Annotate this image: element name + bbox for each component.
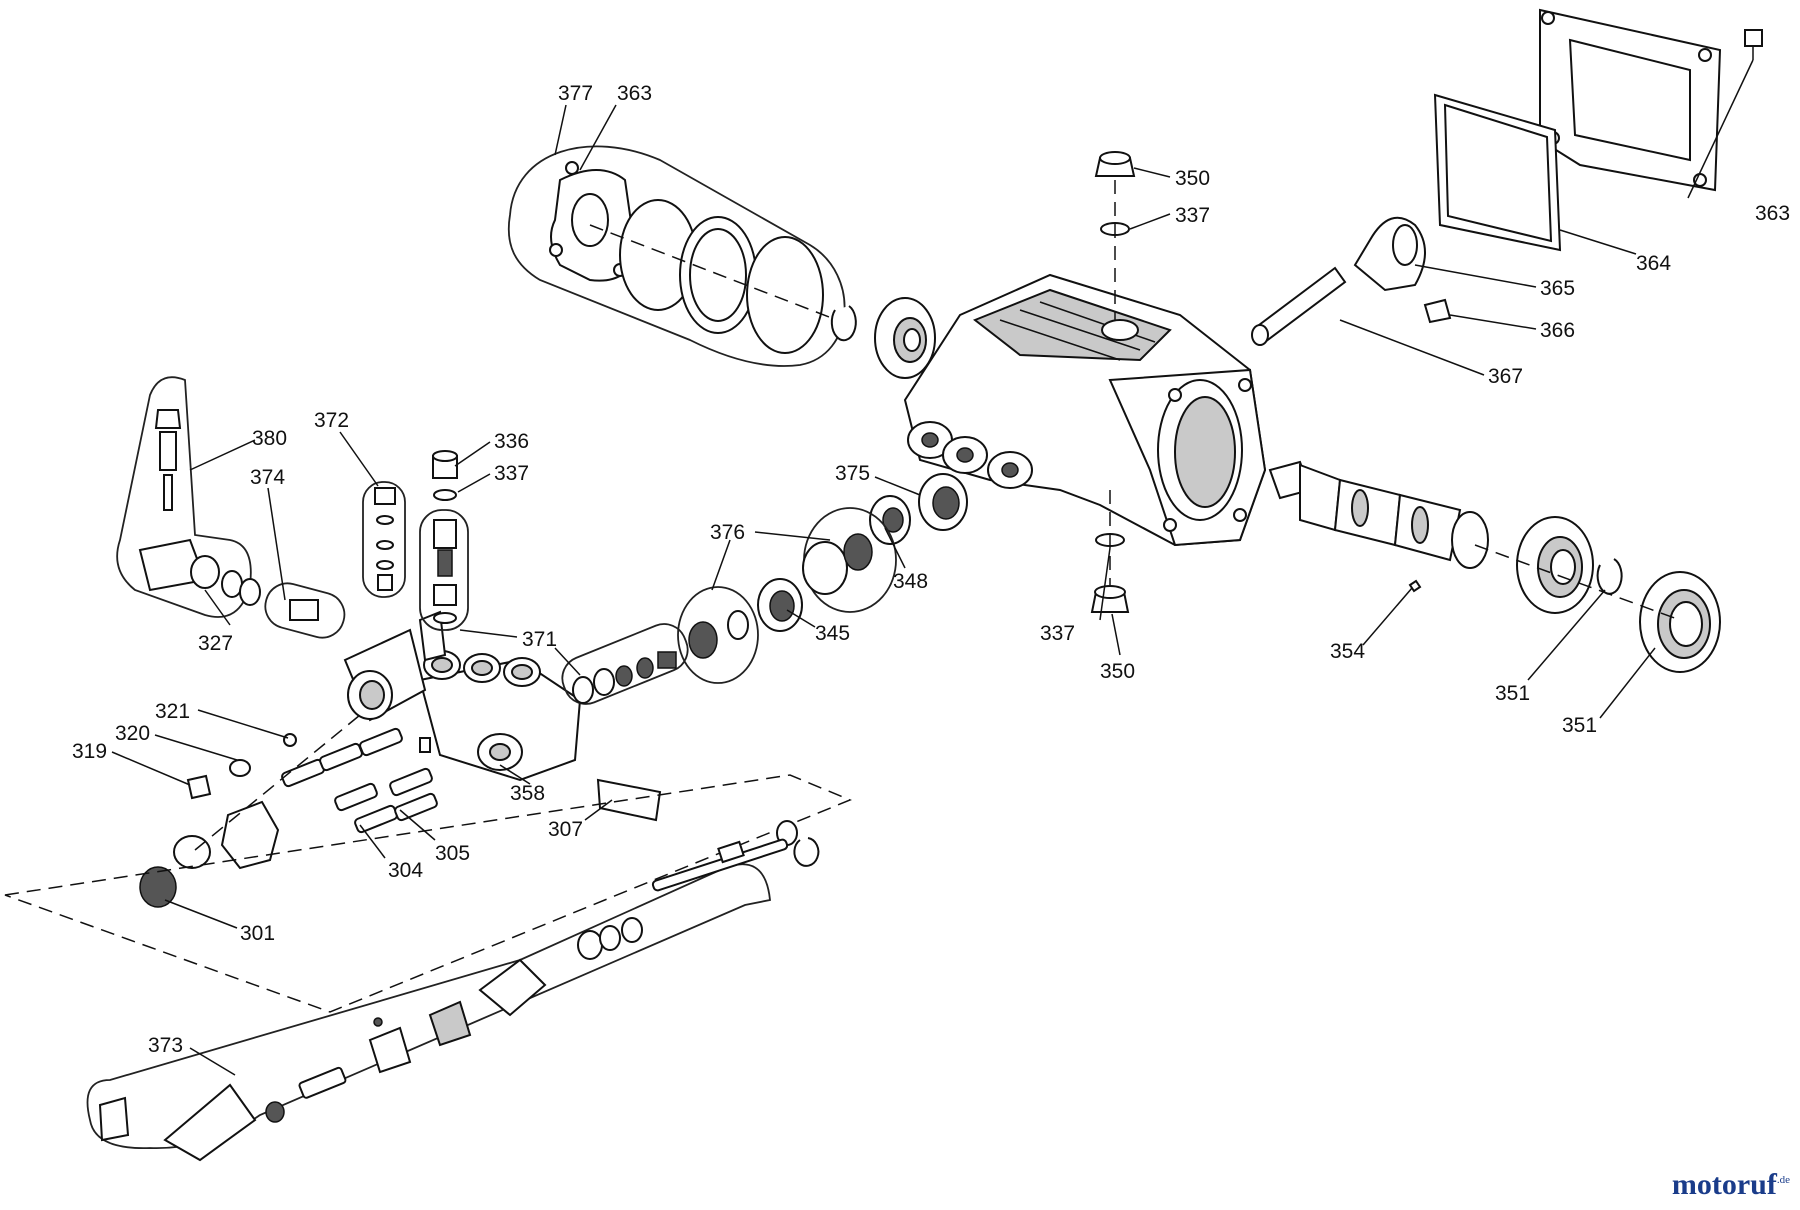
washer xyxy=(173,835,211,869)
group-outline-377 xyxy=(507,145,846,367)
callout-301: 301 xyxy=(240,922,275,945)
callout-350: 350 xyxy=(1100,660,1135,683)
bolt xyxy=(281,758,325,788)
leader-lines xyxy=(111,59,1754,1076)
group-outline-371 xyxy=(419,509,469,631)
bolt xyxy=(394,792,438,822)
plug-screw xyxy=(419,737,431,753)
callout-371: 371 xyxy=(522,628,557,651)
outlet-adapter xyxy=(596,778,662,822)
cap xyxy=(154,409,182,429)
callout-336: 336 xyxy=(494,430,529,453)
nozzle-body xyxy=(478,958,547,1017)
nozzle-tip xyxy=(163,1083,257,1162)
adjust-knob xyxy=(220,800,280,870)
bolt xyxy=(334,782,378,812)
washer xyxy=(229,759,251,777)
callout-376: 376 xyxy=(710,521,745,544)
manifold xyxy=(418,650,582,782)
callout-345: 345 xyxy=(815,622,850,645)
valve-stem xyxy=(163,474,173,511)
o-ring xyxy=(746,236,824,354)
o-ring xyxy=(433,489,457,501)
spring xyxy=(159,431,177,471)
callout-351: 351 xyxy=(1495,682,1530,705)
callout-354: 354 xyxy=(1330,640,1365,663)
dashed-group-plane xyxy=(4,774,852,1013)
ball xyxy=(283,733,297,747)
callout-348: 348 xyxy=(893,570,928,593)
o-ring xyxy=(221,570,243,598)
callout-358: 358 xyxy=(510,782,545,805)
callout-337: 337 xyxy=(1040,622,1075,645)
inlet-filter xyxy=(139,866,177,908)
callout-351: 351 xyxy=(1562,714,1597,737)
callout-373: 373 xyxy=(148,1034,183,1057)
plate-bore xyxy=(571,193,609,247)
bolt xyxy=(359,727,403,757)
callout-307: 307 xyxy=(548,818,583,841)
callout-366: 366 xyxy=(1540,319,1575,342)
crankshaft xyxy=(1268,460,1489,569)
valve-cage xyxy=(289,599,319,621)
callout-363: 363 xyxy=(1755,202,1790,225)
bolt xyxy=(389,767,433,797)
circlip xyxy=(830,305,857,342)
callout-304: 304 xyxy=(388,859,423,882)
callout-labels: 377 363 363 364 365 366 367 350 337 337 … xyxy=(72,82,1790,1057)
callout-367: 367 xyxy=(1488,365,1523,388)
o-ring xyxy=(239,578,261,606)
group-outline-372 xyxy=(362,481,406,598)
group-outline-376b xyxy=(677,586,759,684)
group-outline-371b xyxy=(561,623,689,705)
callout-372: 372 xyxy=(314,409,349,432)
group-outline-374 xyxy=(264,582,346,639)
stud xyxy=(549,243,563,257)
callout-327: 327 xyxy=(198,632,233,655)
callout-305: 305 xyxy=(435,842,470,865)
callout-377: 377 xyxy=(558,82,593,105)
snap-ring xyxy=(1596,558,1623,595)
callout-319: 319 xyxy=(72,740,107,763)
bolt xyxy=(319,742,363,772)
bolt xyxy=(354,804,398,834)
o-ring xyxy=(577,930,603,960)
screw xyxy=(1744,29,1763,47)
crankcase xyxy=(903,273,1267,547)
motoruf-watermark: motoruf.de xyxy=(1671,1168,1790,1201)
callout-364: 364 xyxy=(1636,252,1671,275)
stud xyxy=(565,161,579,175)
callout-374: 374 xyxy=(250,466,285,489)
sleeve xyxy=(298,1066,347,1099)
callout-320: 320 xyxy=(115,722,150,745)
nut xyxy=(368,1026,412,1074)
callout-337: 337 xyxy=(1175,204,1210,227)
crosshead-rod xyxy=(1253,266,1347,344)
spring xyxy=(428,1000,472,1047)
callout-350: 350 xyxy=(1175,167,1210,190)
callout-375: 375 xyxy=(835,462,870,485)
callout-321: 321 xyxy=(155,700,190,723)
o-ring xyxy=(793,837,820,867)
group-outline-373 xyxy=(86,863,771,1149)
callout-380: 380 xyxy=(252,427,287,450)
callout-337: 337 xyxy=(494,462,529,485)
quick-coupler xyxy=(98,1096,130,1142)
callout-363: 363 xyxy=(617,82,652,105)
wrist-pin xyxy=(1423,298,1452,324)
callout-365: 365 xyxy=(1540,277,1575,300)
spray-wand xyxy=(651,838,789,892)
fitting-nut xyxy=(186,774,212,800)
